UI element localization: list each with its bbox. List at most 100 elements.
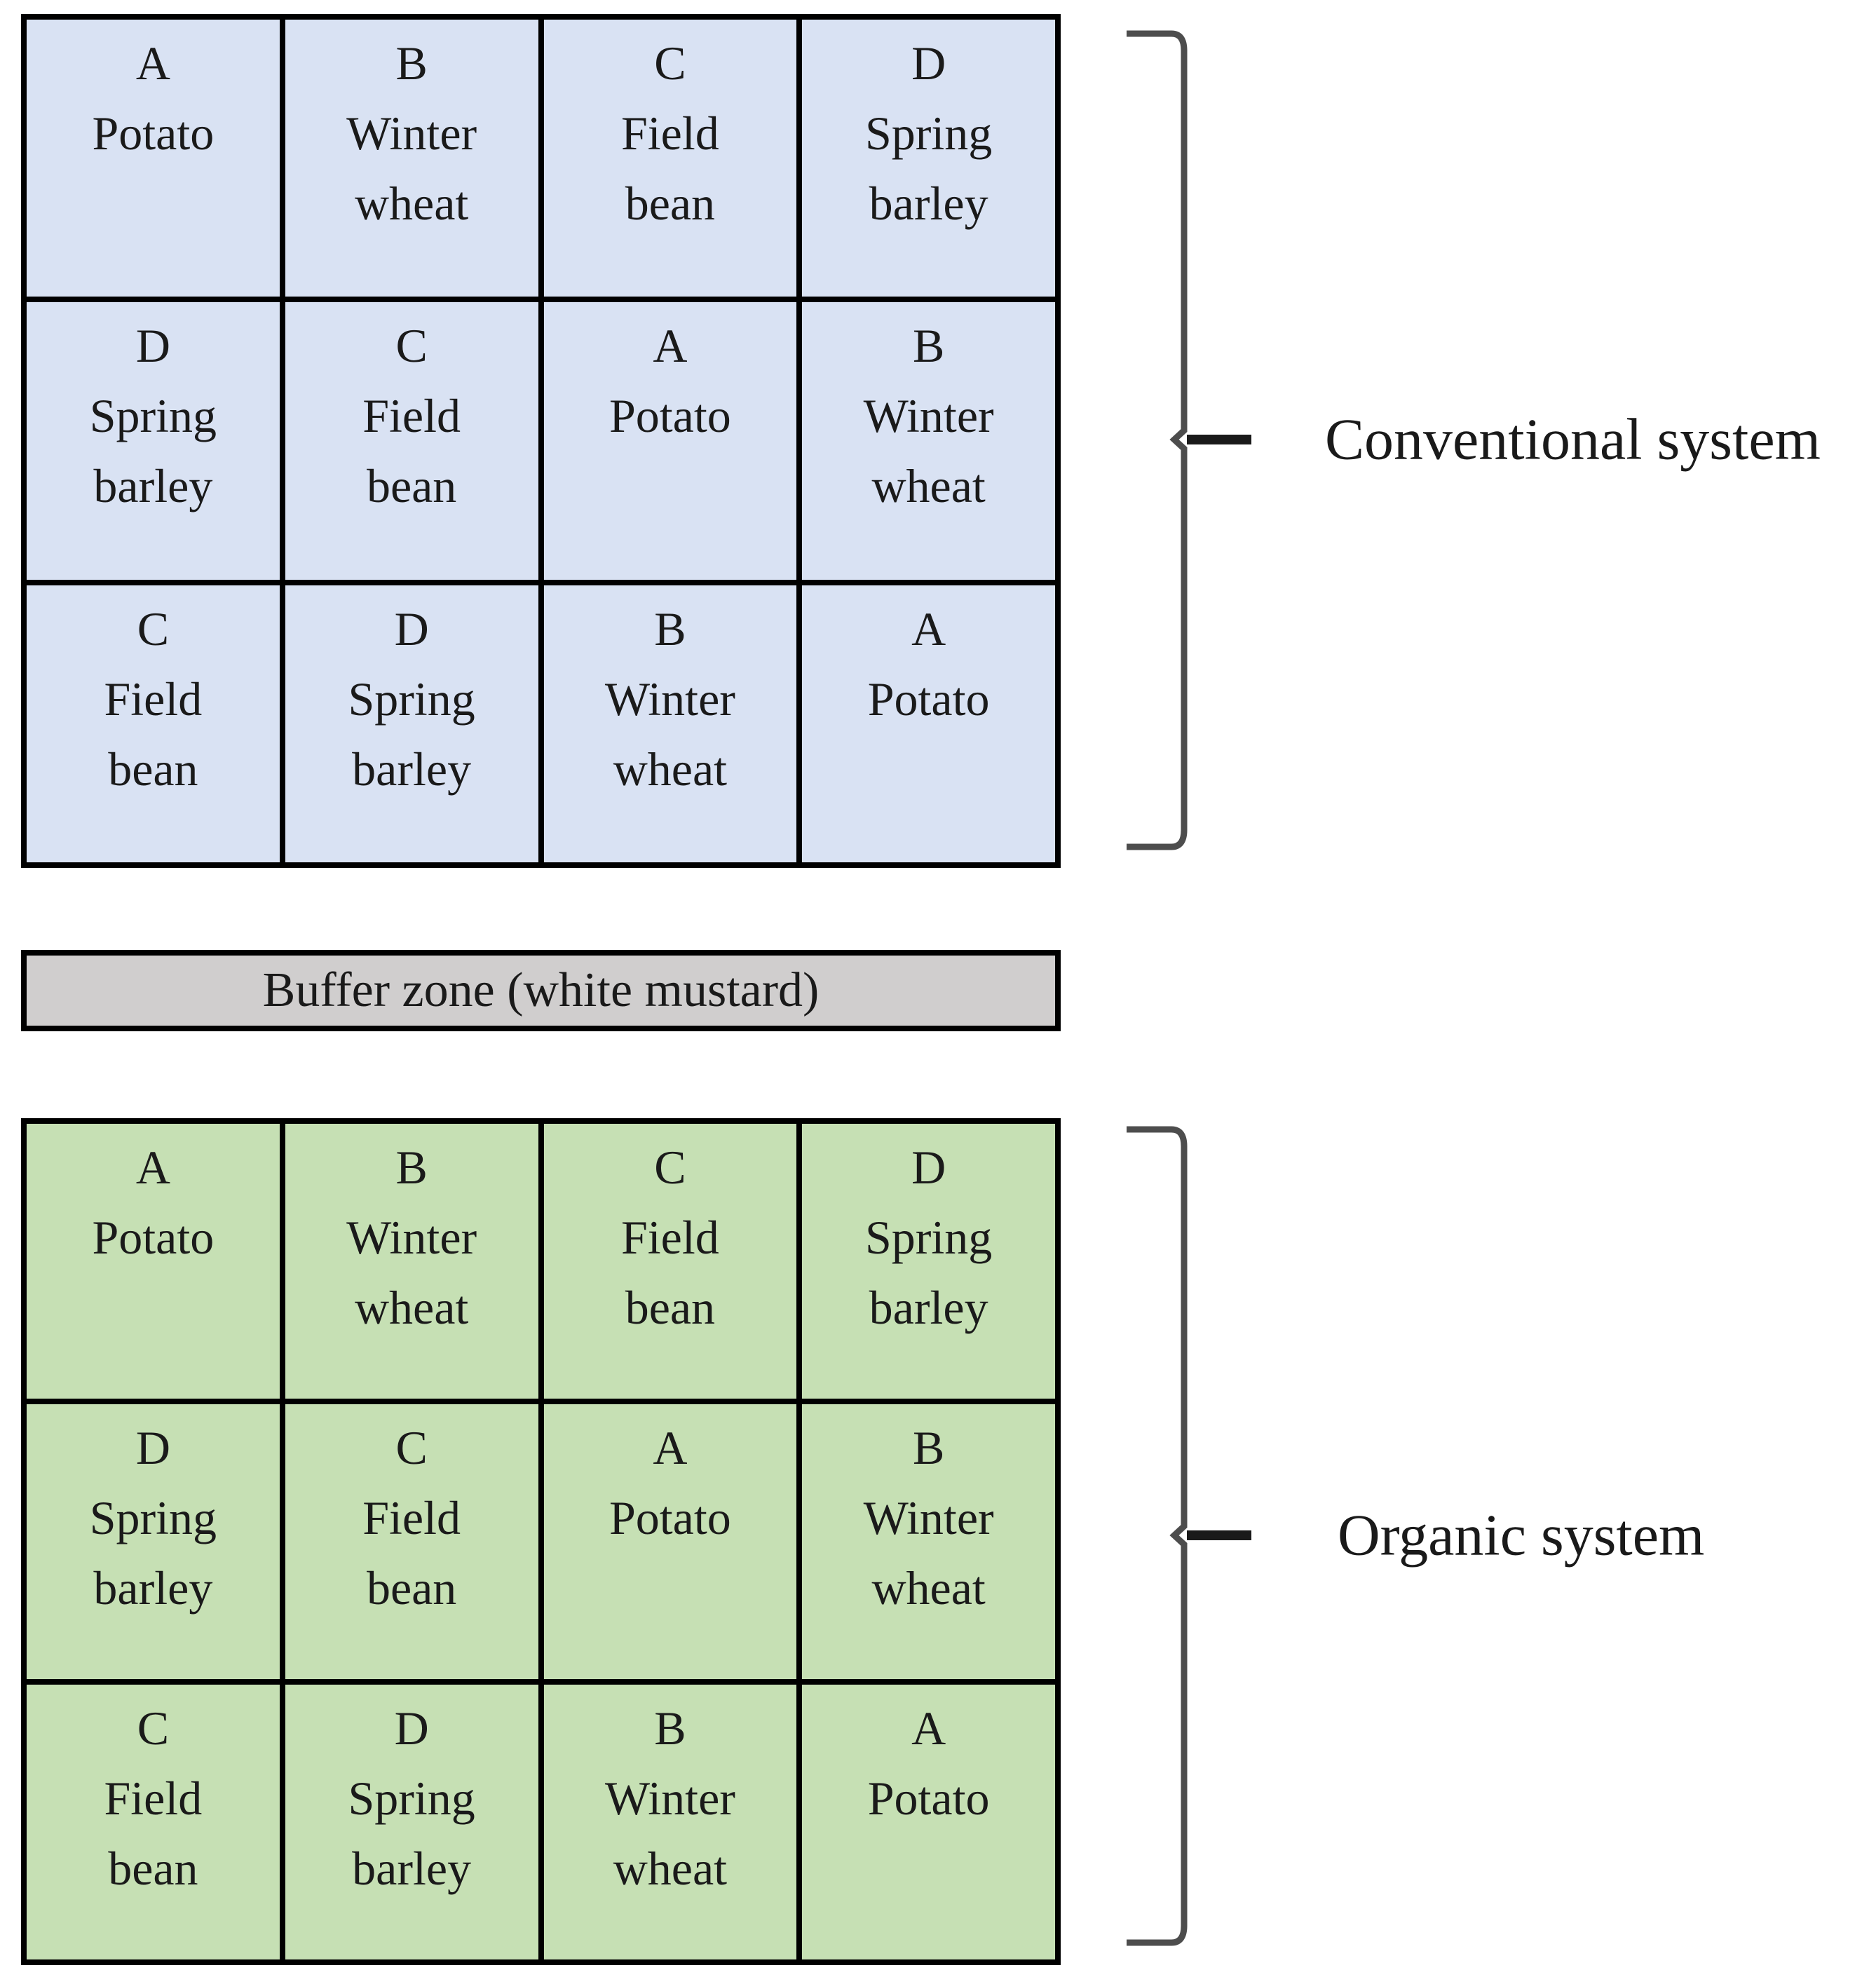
plot-cell: A Potato (27, 1124, 280, 1399)
plot-letter: A (135, 36, 170, 90)
plot-crop-line1: Spring (348, 672, 475, 726)
plot-crop-line2: wheat (354, 1281, 469, 1334)
plot-letter: D (911, 1141, 946, 1194)
plot-crop-line2: barley (869, 1281, 988, 1334)
plot-letter: A (653, 1421, 688, 1474)
plot-letter: B (654, 1701, 686, 1755)
plot-crop-line2: barley (352, 742, 472, 796)
plot-cell: A Potato (543, 1404, 797, 1679)
plot-crop-line1: Potato (867, 1772, 990, 1825)
plot-crop-line2: bean (108, 742, 198, 796)
plot-crop-line1: Spring (89, 389, 217, 443)
plot-crop-line1: Potato (867, 672, 990, 726)
plot-crop-line2 (802, 734, 1055, 804)
plot-letter: D (394, 602, 429, 655)
plot-cell: B Winter wheat (802, 302, 1055, 580)
plot-crop-line2 (27, 1272, 280, 1343)
organic-grid: A Potato B Winter wheat C Field bean D S… (21, 1118, 1061, 1965)
plot-crop-line1: Spring (348, 1772, 475, 1825)
plot-crop-line1: Spring (89, 1491, 217, 1544)
plot-crop-line2: wheat (354, 177, 469, 230)
plot-crop-line1: Potato (92, 107, 215, 160)
plot-crop-line2: barley (352, 1842, 472, 1895)
plot-letter: C (395, 319, 428, 373)
buffer-zone-bar: Buffer zone (white mustard) (21, 950, 1061, 1031)
plot-cell: C Field bean (543, 1124, 797, 1399)
brace-path (1127, 1126, 1188, 1946)
plot-cell: A Potato (802, 585, 1055, 862)
plot-crop-line2: wheat (871, 1561, 986, 1615)
plot-letter: B (912, 319, 945, 373)
plot-cell: C Field bean (285, 302, 538, 580)
plot-crop-line1: Spring (864, 107, 993, 160)
plot-cell: A Potato (802, 1685, 1055, 1959)
plot-crop-line1: Potato (609, 389, 731, 443)
plot-crop-line2 (27, 168, 280, 238)
plot-crop-line1: Winter (863, 389, 994, 443)
plot-crop-line1: Field (104, 672, 203, 726)
plot-cell: B Winter wheat (543, 585, 797, 862)
plot-letter: D (135, 1421, 170, 1474)
plot-letter: A (135, 1141, 170, 1194)
plot-crop-line1: Field (104, 1772, 203, 1825)
plot-letter: D (135, 319, 170, 373)
plot-cell: D Spring barley (285, 1685, 538, 1959)
plot-cell: A Potato (27, 20, 280, 297)
plot-crop-line1: Field (620, 1211, 719, 1264)
plot-crop-line1: Winter (346, 107, 477, 160)
organic-system-label: Organic system (1338, 1502, 1705, 1568)
plot-letter: B (395, 36, 428, 90)
plot-cell: A Potato (543, 302, 797, 580)
plot-crop-line1: Potato (609, 1491, 731, 1544)
plot-crop-line2: bean (625, 1281, 716, 1334)
plot-crop-line2: wheat (613, 742, 728, 796)
plot-letter: C (654, 1141, 686, 1194)
plot-cell: D Spring barley (802, 20, 1055, 297)
plot-letter: B (654, 602, 686, 655)
plot-crop-line1: Winter (863, 1491, 994, 1544)
plot-crop-line1: Winter (604, 1772, 735, 1825)
conventional-grid: A Potato B Winter wheat C Field bean D S… (21, 14, 1061, 868)
plot-letter: C (137, 1701, 170, 1755)
plot-cell: D Spring barley (27, 302, 280, 580)
plot-letter: A (653, 319, 688, 373)
plot-letter: C (654, 36, 686, 90)
plot-crop-line2: barley (93, 1561, 213, 1615)
plot-crop-line1: Potato (92, 1211, 215, 1264)
plot-crop-line2: wheat (613, 1842, 728, 1895)
conventional-brace (1127, 30, 1251, 850)
buffer-zone-label: Buffer zone (white mustard) (262, 963, 820, 1017)
plot-crop-line2: bean (108, 1842, 198, 1895)
plot-crop-line2: wheat (871, 459, 986, 513)
plot-crop-line2: bean (625, 177, 716, 230)
plot-crop-line2: bean (366, 459, 457, 513)
plot-crop-line2 (544, 451, 797, 521)
plot-cell: C Field bean (27, 585, 280, 862)
plot-letter: C (395, 1421, 428, 1474)
plot-crop-line1: Winter (346, 1211, 477, 1264)
plot-letter: C (137, 602, 170, 655)
plot-cell: C Field bean (543, 20, 797, 297)
plot-crop-line1: Field (362, 1491, 461, 1544)
plot-cell: B Winter wheat (285, 20, 538, 297)
plot-crop-line1: Winter (604, 672, 735, 726)
plot-cell: D Spring barley (285, 585, 538, 862)
plot-cell: B Winter wheat (802, 1404, 1055, 1679)
plot-cell: B Winter wheat (543, 1685, 797, 1959)
plot-crop-line1: Field (362, 389, 461, 443)
plot-crop-line2: bean (366, 1561, 457, 1615)
plot-crop-line2 (544, 1553, 797, 1623)
plot-letter: A (911, 1701, 946, 1755)
plot-letter: A (911, 602, 946, 655)
plot-cell: D Spring barley (27, 1404, 280, 1679)
plot-cell: C Field bean (285, 1404, 538, 1679)
plot-crop-line2: barley (869, 177, 988, 230)
plot-cell: B Winter wheat (285, 1124, 538, 1399)
plot-letter: B (912, 1421, 945, 1474)
plot-letter: D (911, 36, 946, 90)
plot-crop-line1: Spring (864, 1211, 993, 1264)
plot-crop-line1: Field (620, 107, 719, 160)
plot-crop-line2: barley (93, 459, 213, 513)
plot-letter: B (395, 1141, 428, 1194)
